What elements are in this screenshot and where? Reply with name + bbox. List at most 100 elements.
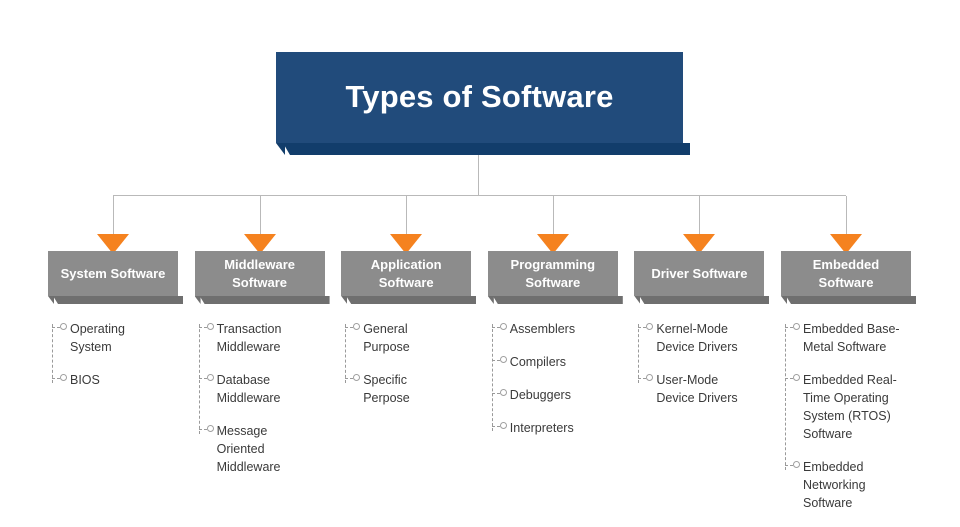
item-label: Debuggers: [509, 388, 571, 402]
title-shadow: [283, 143, 690, 155]
list-item[interactable]: General Purpose: [341, 320, 471, 356]
category-shadow: [199, 296, 330, 304]
item-label: Embedded Networking Software: [803, 460, 866, 510]
arrow-down-icon: [536, 234, 569, 254]
list-item[interactable]: Operating System: [48, 320, 178, 356]
item-tick: [491, 327, 500, 328]
category-shadow: [346, 296, 477, 304]
title-shadow-tail: [276, 143, 285, 155]
circle-bullet-icon: [60, 374, 67, 381]
list-item[interactable]: Specific Perpose: [341, 371, 471, 407]
item-tick: [785, 378, 793, 379]
list-item[interactable]: Embedded Real- Time Operating System (RT…: [781, 371, 911, 443]
category-label: Programming Software: [510, 256, 596, 290]
arrow-down-icon: [390, 234, 423, 254]
connector-drop-3: [552, 196, 554, 235]
list-item[interactable]: Database Middleware: [195, 371, 325, 407]
category-header[interactable]: Programming Software: [487, 251, 623, 308]
arrow-down-icon: [243, 234, 276, 254]
category-shadow: [53, 296, 183, 304]
category-header[interactable]: Embedded Software: [781, 251, 916, 308]
circle-bullet-icon: [793, 461, 800, 468]
item-spine: [345, 324, 347, 383]
item-tick: [52, 378, 60, 379]
item-label: BIOS: [70, 373, 100, 387]
connector-main-stem: [478, 155, 479, 196]
list-item[interactable]: BIOS: [48, 371, 178, 389]
category-header[interactable]: Application Software: [341, 251, 477, 308]
list-item[interactable]: Embedded Base- Metal Software: [781, 320, 911, 356]
item-tick: [198, 327, 207, 328]
category-shadow-tail: [634, 296, 641, 304]
item-label: Interpreters: [509, 421, 574, 435]
item-spine: [491, 324, 493, 431]
item-spine: [52, 324, 53, 383]
category-header[interactable]: System Software: [48, 251, 183, 308]
category-shadow: [786, 296, 916, 304]
category-box[interactable]: Embedded Software: [781, 251, 911, 296]
connector-horizontal-bus: [113, 195, 846, 196]
circle-bullet-icon: [499, 422, 507, 429]
list-item[interactable]: Embedded Networking Software: [781, 458, 911, 512]
category-header[interactable]: Middleware Software: [194, 251, 330, 308]
list-item[interactable]: Compilers: [488, 353, 618, 371]
item-label: Message Oriented Middleware: [216, 424, 281, 474]
list-item[interactable]: User-Mode Device Drivers: [634, 371, 764, 407]
item-label: Embedded Base- Metal Software: [803, 322, 900, 354]
category-label: Middleware Software: [224, 256, 295, 290]
category-shadow: [492, 296, 623, 304]
category-box[interactable]: Driver Software: [634, 251, 765, 296]
item-tick: [491, 393, 500, 394]
list-item[interactable]: Assemblers: [488, 320, 618, 338]
connector-drop-1: [259, 196, 261, 235]
circle-bullet-icon: [646, 374, 654, 381]
circle-bullet-icon: [499, 389, 507, 396]
item-tick: [345, 327, 354, 328]
circle-bullet-icon: [499, 356, 507, 363]
list-item[interactable]: Interpreters: [488, 419, 618, 437]
category-box[interactable]: System Software: [48, 251, 178, 296]
item-tick: [198, 429, 207, 430]
category-box[interactable]: Programming Software: [487, 251, 618, 296]
category-label: Driver Software: [651, 265, 748, 281]
list-item[interactable]: Debuggers: [488, 386, 618, 404]
category-shadow-tail: [194, 296, 201, 304]
circle-bullet-icon: [499, 323, 507, 330]
category-label: Embedded Software: [812, 256, 880, 290]
category-box[interactable]: Middleware Software: [194, 251, 325, 296]
item-spine: [638, 324, 640, 383]
connector-drop-4: [699, 196, 701, 235]
diagram-title-block: Types of Software: [276, 52, 690, 155]
item-tick: [491, 426, 500, 427]
item-label: Operating System: [70, 322, 125, 354]
circle-bullet-icon: [206, 425, 214, 432]
list-item[interactable]: Message Oriented Middleware: [195, 422, 325, 476]
item-tick: [638, 378, 647, 379]
category-label: System Software: [60, 265, 166, 281]
list-item[interactable]: Kernel-Mode Device Drivers: [634, 320, 764, 356]
arrow-down-icon: [683, 234, 716, 254]
item-label: Kernel-Mode Device Drivers: [656, 322, 738, 354]
list-item[interactable]: Transaction Middleware: [195, 320, 325, 356]
item-tick: [198, 378, 207, 379]
item-label: User-Mode Device Drivers: [656, 373, 738, 405]
category-shadow-tail: [48, 296, 54, 304]
connector-drop-0: [113, 196, 114, 235]
title-box: Types of Software: [276, 52, 683, 143]
connector-drop-2: [406, 196, 408, 235]
category-header[interactable]: Driver Software: [634, 251, 770, 308]
category-box[interactable]: Application Software: [341, 251, 472, 296]
item-label: Database Middleware: [216, 373, 281, 405]
item-tick: [491, 360, 500, 361]
arrow-down-icon: [830, 234, 862, 254]
category-shadow: [639, 296, 770, 304]
